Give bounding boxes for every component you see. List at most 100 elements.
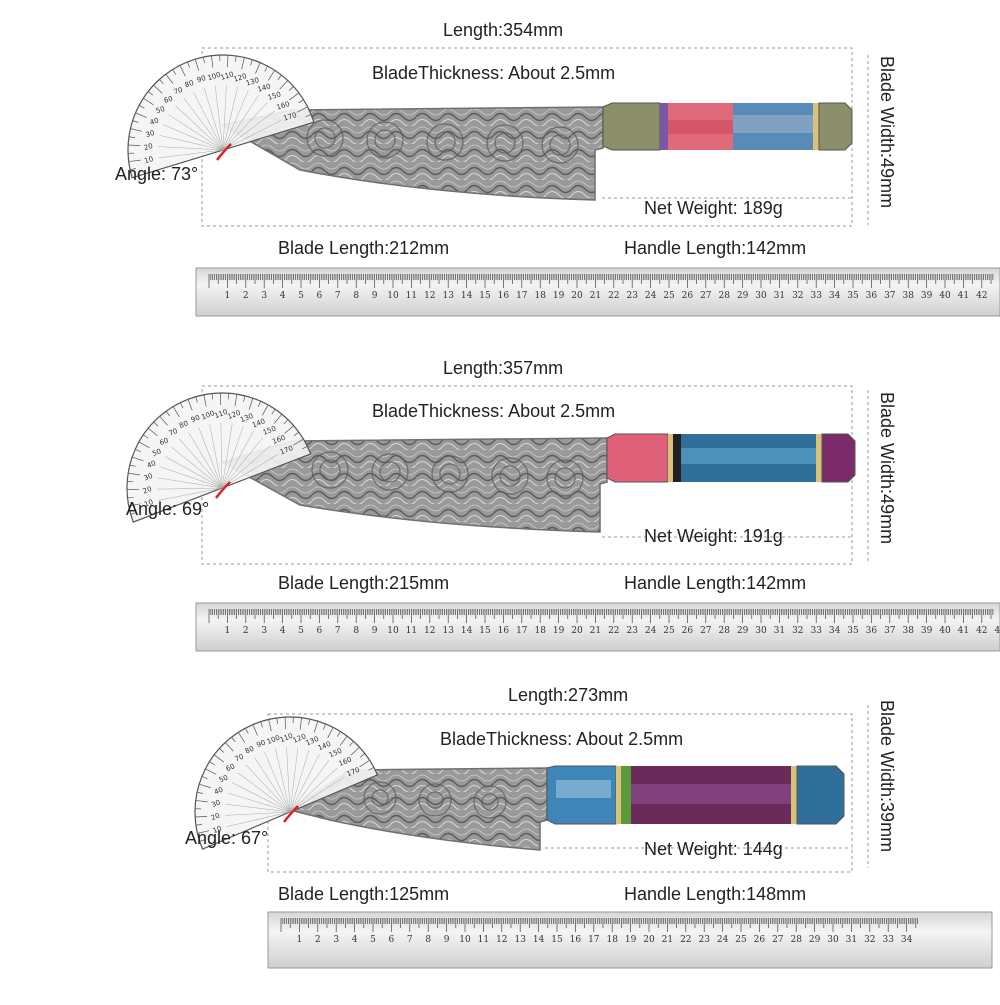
protractor-tick: [195, 800, 208, 803]
ruler-number: 27: [700, 291, 712, 301]
protractor-ray: [209, 424, 223, 489]
protractor-ray: [221, 445, 272, 489]
protractor-number: 30: [210, 798, 221, 809]
ruler-number: 31: [846, 935, 857, 945]
protractor-ray: [227, 792, 291, 813]
ruler-number: 15: [551, 935, 563, 945]
ruler-number: 16: [570, 935, 582, 945]
protractor-number: 40: [146, 459, 157, 470]
ruler-number: 3: [333, 935, 339, 945]
protractor-tick: [143, 97, 154, 106]
knife-2-handle-length-label: Handle Length:142mm: [624, 573, 807, 593]
protractor-tick: [349, 741, 354, 747]
protractor-tick: [129, 464, 136, 467]
knife-3-blade-length-label: Blade Length:125mm: [278, 884, 450, 904]
ruler-number: 8: [353, 291, 359, 301]
protractor-number: 70: [173, 86, 184, 96]
protractor-tick: [366, 774, 378, 780]
ruler-number: 27: [700, 626, 712, 636]
ruler-number: 4: [280, 626, 286, 636]
protractor-tick: [299, 453, 311, 459]
ruler-number: 30: [827, 935, 839, 945]
protractor-number: 10: [143, 155, 154, 165]
protractor-tick: [368, 767, 375, 771]
protractor-ray: [221, 423, 233, 489]
protractor-ray: [175, 105, 224, 151]
ruler-number: 33: [810, 291, 822, 301]
ruler-number: 9: [372, 626, 378, 636]
ruler-number: 39: [921, 626, 933, 636]
knife-1-angle-label: Angle: 73°: [115, 164, 199, 184]
protractor-ray: [203, 87, 224, 151]
knife-2-length-label: Length:357mm: [443, 358, 564, 378]
ruler-number: 28: [718, 626, 730, 636]
ruler-number: 30: [755, 626, 767, 636]
protractor-ray: [158, 146, 224, 151]
protractor-ray: [254, 757, 291, 813]
ruler-number: 20: [571, 626, 583, 636]
protractor-number: 90: [190, 414, 201, 425]
protractor-tick: [143, 434, 149, 439]
knife-2-end-cap: [821, 433, 856, 483]
protractor-ray: [221, 426, 244, 489]
protractor-tick: [327, 727, 334, 739]
protractor-tick: [301, 446, 308, 450]
knife-1-bolster: [602, 102, 661, 151]
protractor-tick: [288, 86, 294, 91]
ruler-number: 12: [496, 935, 507, 945]
protractor-tick: [147, 91, 154, 96]
knife-2-blade: [220, 437, 608, 533]
protractor-tick: [279, 80, 289, 90]
protractor-ray: [221, 454, 278, 489]
ruler-number: 26: [682, 291, 694, 301]
protractor-tick: [133, 517, 145, 523]
ruler-number: 26: [754, 935, 766, 945]
protractor-ray: [237, 772, 291, 813]
protractor-tick: [132, 173, 144, 179]
protractor-ray: [220, 423, 223, 489]
protractor-tick: [226, 55, 229, 68]
ruler-number: 4: [280, 291, 286, 301]
protractor-tick: [128, 144, 141, 147]
ruler-number: 29: [737, 291, 749, 301]
protractor-tick: [128, 472, 141, 476]
ruler-number: 5: [370, 935, 376, 945]
ruler-number: 10: [387, 626, 399, 636]
ruler-number: 31: [774, 291, 785, 301]
protractor-tick: [227, 393, 229, 400]
protractor-ray: [193, 91, 224, 151]
ruler-number: 21: [590, 291, 601, 301]
ruler-number: 36: [866, 626, 878, 636]
ruler-number: 10: [459, 935, 471, 945]
knife-3-spacer: [621, 766, 631, 824]
ruler-number: 22: [608, 291, 619, 301]
protractor-tick: [127, 481, 134, 483]
protractor-tick: [359, 759, 370, 768]
ruler-number: 13: [442, 291, 454, 301]
knife-3-length-label: Length:273mm: [508, 685, 629, 705]
protractor-tick: [199, 839, 206, 842]
ruler-number: 17: [588, 935, 600, 945]
protractor-ray: [221, 431, 254, 489]
knife-1-blade-length-label: Blade Length:212mm: [278, 238, 450, 258]
protractor-tick: [130, 128, 143, 132]
protractor-number: 150: [267, 90, 282, 102]
protractor-tick: [130, 512, 137, 515]
protractor-tick: [299, 717, 302, 730]
protractor-tick: [172, 69, 177, 75]
protractor-tick: [179, 65, 186, 77]
protractor-number: 10: [143, 498, 154, 509]
protractor-number: 10: [212, 824, 223, 835]
protractor-tick: [350, 746, 360, 756]
protractor-ray: [226, 811, 291, 827]
protractor-number: 60: [163, 95, 174, 105]
protractor-tick: [128, 136, 135, 138]
protractor-ray: [165, 456, 223, 489]
protractor-tick: [298, 99, 304, 104]
protractor-tick: [235, 55, 237, 62]
protractor-ray: [188, 432, 223, 489]
ruler-number: 33: [810, 626, 822, 636]
protractor-ray: [289, 759, 330, 813]
